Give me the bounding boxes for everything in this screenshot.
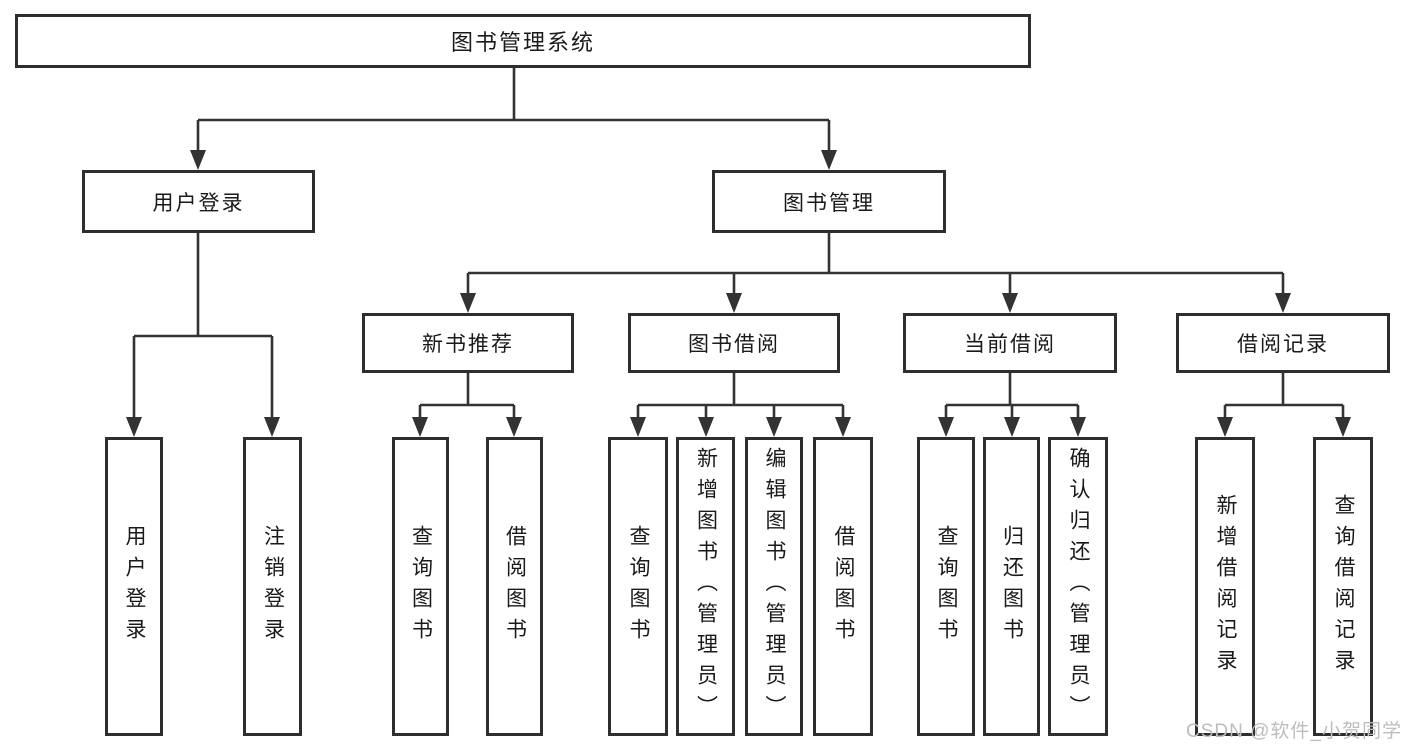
node-user-login: 用户登录 — [82, 170, 315, 233]
node-book-borrowing: 图书借阅 — [628, 313, 840, 373]
leaf-return-book: 归还图书 — [983, 437, 1040, 736]
node-new-book-recommend: 新书推荐 — [362, 313, 574, 373]
node-current-borrowing: 当前借阅 — [903, 313, 1117, 373]
node-book-management-label: 图书管理 — [783, 191, 875, 215]
node-library-system-label: 图书管理系统 — [450, 30, 595, 55]
leaf-edit-book-admin-label: 编辑图书（管理员） — [763, 447, 786, 726]
leaf-return-book-label: 归还图书 — [1000, 524, 1024, 649]
node-new-book-recommend-label: 新书推荐 — [422, 333, 514, 356]
leaf-confirm-return-admin: 确认归还（管理员） — [1048, 437, 1108, 736]
leaf-user-login: 用户登录 — [105, 437, 163, 736]
leaf-add-book-admin: 新增图书（管理员） — [676, 437, 735, 736]
leaf-recommend-borrow-book-label: 借阅图书 — [503, 524, 527, 649]
node-borrowing-records: 借阅记录 — [1176, 313, 1390, 373]
leaf-user-login-label: 用户登录 — [123, 524, 146, 649]
node-borrowing-records-label: 借阅记录 — [1237, 333, 1329, 356]
leaf-add-book-admin-label: 新增图书（管理员） — [694, 447, 718, 726]
node-library-system: 图书管理系统 — [15, 14, 1031, 68]
leaf-borrow-book: 借阅图书 — [813, 437, 873, 736]
leaf-query-borrow-record-label: 查询借阅记录 — [1332, 493, 1355, 680]
leaf-recommend-query-book-label: 查询图书 — [409, 524, 433, 649]
leaf-confirm-return-admin-label: 确认归还（管理员） — [1067, 447, 1090, 726]
leaf-borrow-query-book-label: 查询图书 — [627, 524, 650, 649]
leaf-logout: 注销登录 — [243, 437, 302, 736]
leaf-borrow-query-book: 查询图书 — [608, 437, 668, 736]
node-book-borrowing-label: 图书借阅 — [688, 333, 780, 356]
leaf-logout-label: 注销登录 — [261, 524, 285, 649]
leaf-current-query-book: 查询图书 — [917, 437, 975, 736]
leaf-add-borrow-record-label: 新增借阅记录 — [1214, 493, 1237, 680]
leaf-recommend-query-book: 查询图书 — [392, 437, 449, 736]
leaf-recommend-borrow-book: 借阅图书 — [486, 437, 543, 736]
leaf-borrow-book-label: 借阅图书 — [832, 524, 855, 649]
node-user-login-label: 用户登录 — [152, 191, 245, 215]
leaf-query-borrow-record: 查询借阅记录 — [1313, 437, 1373, 736]
leaf-edit-book-admin: 编辑图书（管理员） — [745, 437, 803, 736]
leaf-add-borrow-record: 新增借阅记录 — [1195, 437, 1255, 736]
node-book-management: 图书管理 — [712, 170, 946, 233]
leaf-current-query-book-label: 查询图书 — [935, 524, 958, 649]
csdn-watermark: CSDN @软件_小贺同学 — [1186, 721, 1402, 742]
node-current-borrowing-label: 当前借阅 — [964, 333, 1056, 356]
